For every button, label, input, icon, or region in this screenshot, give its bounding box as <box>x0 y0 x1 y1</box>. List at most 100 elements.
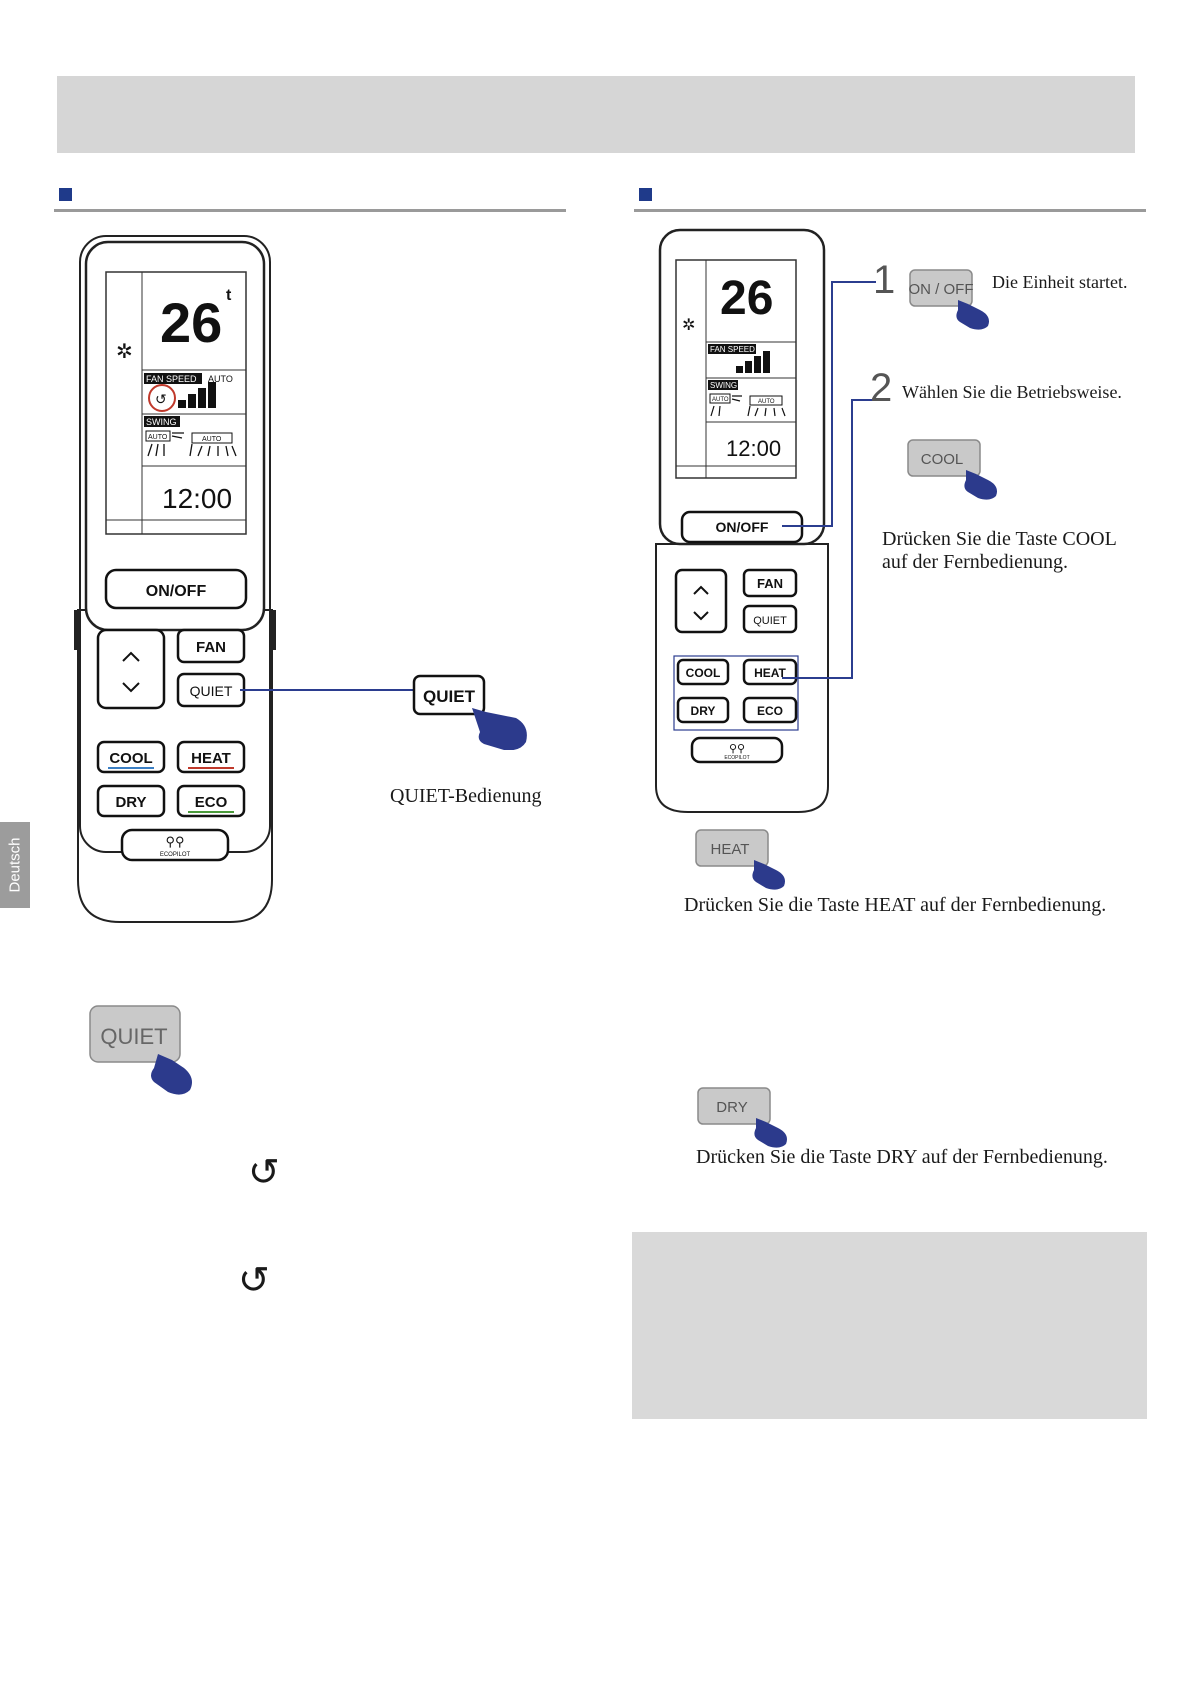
language-tab: Deutsch <box>0 822 30 908</box>
svg-text:ON/OFF: ON/OFF <box>716 519 769 535</box>
up-arrow-icon <box>122 651 140 662</box>
svg-text:AUTO: AUTO <box>712 397 729 403</box>
right-callout-lines <box>782 281 876 679</box>
svg-text:HEAT: HEAT <box>754 666 786 680</box>
swing-horizontal-icon: AUTO <box>747 395 786 417</box>
mode-callout-line <box>782 399 876 679</box>
lcd-temperature: 26 <box>160 291 222 354</box>
pointing-hand-icon <box>964 470 997 500</box>
right-remote-illustration: 26 ✲ FAN SPEED SWING AUTO AUTO 12:00 ON/… <box>655 228 829 813</box>
remote-cool-button[interactable] <box>676 658 730 686</box>
svg-text:AUTO: AUTO <box>148 434 168 441</box>
dry-instruction: Drücken Sie die Taste DRY auf der Fernbe… <box>696 1146 1108 1168</box>
big-quiet-button[interactable] <box>89 1005 181 1063</box>
swing-vertical-icon: AUTO <box>145 430 184 457</box>
svg-text:COOL: COOL <box>686 666 721 680</box>
fan-speed-bars-icon <box>178 382 216 408</box>
dry-button-illustration: DRY <box>697 1087 787 1148</box>
lcd-temp-unit: t <box>226 287 232 304</box>
remote-ecopilot-button[interactable] <box>120 828 230 862</box>
quiet-operation-caption: QUIET-Bedienung <box>390 785 542 807</box>
remote-fan-button[interactable] <box>742 568 798 598</box>
lcd-temperature: 26 <box>720 272 773 325</box>
remote-onoff-button[interactable] <box>104 568 248 610</box>
down-arrow-icon <box>122 682 140 693</box>
heat-mode-button[interactable] <box>695 829 769 867</box>
step2-number: 2 <box>870 366 893 410</box>
svg-text:AUTO: AUTO <box>758 399 775 405</box>
svg-text:ECO: ECO <box>195 794 228 811</box>
lcd-fan-auto-label: AUTO <box>208 374 233 384</box>
remote-dry-button[interactable] <box>96 784 166 818</box>
cool-instruction-line1: Drücken Sie die Taste COOL <box>882 528 1117 550</box>
note-box <box>632 1232 1147 1419</box>
quiet-indicator-highlight <box>148 384 176 412</box>
remote-updown-button[interactable] <box>96 628 166 710</box>
svg-text:HEAT: HEAT <box>191 750 231 767</box>
header-band <box>57 76 1135 153</box>
lcd-swing-label: SWING <box>710 381 737 390</box>
svg-text:AUTO: AUTO <box>202 436 222 443</box>
remote-updown-button[interactable] <box>674 568 728 634</box>
left-section-marker <box>59 188 72 201</box>
svg-text:ECOPILOT: ECOPILOT <box>160 852 191 858</box>
heat-button-illustration: HEAT <box>695 829 785 890</box>
remote-dry-button[interactable] <box>676 696 730 724</box>
swing-horizontal-icon: AUTO <box>189 432 237 457</box>
snowflake-icon: ✲ <box>682 317 695 334</box>
svg-text:DRY: DRY <box>115 794 146 811</box>
mode-buttons-highlight <box>673 655 799 731</box>
remote-ecopilot-button[interactable] <box>690 736 784 764</box>
step1-text: Die Einheit startet. <box>992 272 1128 292</box>
step1-number: 1 <box>873 258 896 302</box>
pointing-hand-icon <box>472 708 527 750</box>
remote-cool-button[interactable] <box>96 740 166 774</box>
left-remote-illustration: 26 t ✲ FAN SPEED AUTO ↺ SWING AUTO AUTO … <box>74 235 276 923</box>
down-arrow-icon <box>693 611 709 621</box>
pointing-hand-icon <box>754 1118 787 1148</box>
svg-text:FAN: FAN <box>757 576 783 591</box>
svg-text:QUIET: QUIET <box>100 1024 167 1049</box>
step1-onoff-button[interactable] <box>909 269 973 307</box>
lcd-time: 12:00 <box>726 436 781 461</box>
swing-vertical-icon: AUTO <box>709 393 742 417</box>
lcd-time: 12:00 <box>162 483 232 514</box>
cool-button-illustration: COOL <box>907 439 997 500</box>
svg-text:ON/OFF: ON/OFF <box>146 583 207 600</box>
dry-mode-button[interactable] <box>697 1087 771 1125</box>
svg-text:QUIET: QUIET <box>423 687 476 706</box>
step2-text: Wählen Sie die Betriebsweise. <box>902 382 1122 402</box>
svg-text:ON / OFF: ON / OFF <box>909 281 974 298</box>
remote-lcd <box>105 271 247 535</box>
svg-text:DRY: DRY <box>691 704 716 718</box>
lcd-fan-speed-label: FAN SPEED <box>710 345 755 354</box>
right-section-rule <box>634 209 1146 212</box>
svg-text:QUIET: QUIET <box>753 615 787 627</box>
svg-text:HEAT: HEAT <box>711 841 750 858</box>
fan-speed-bars-icon <box>736 351 770 373</box>
remote-eco-button[interactable] <box>176 784 246 818</box>
svg-text:ECOPILOT: ECOPILOT <box>724 755 749 761</box>
ecopilot-icon: ⚲⚲ <box>165 834 184 849</box>
lcd-fan-speed-label: FAN SPEED <box>146 374 197 384</box>
remote-eco-button[interactable] <box>742 696 798 724</box>
svg-text:DRY: DRY <box>716 1099 747 1116</box>
quiet-icon: ↺ <box>155 391 167 407</box>
remote-heat-button[interactable] <box>176 740 246 774</box>
cool-mode-button[interactable] <box>907 439 981 477</box>
pointing-hand-icon <box>956 300 989 330</box>
heat-instruction: Drücken Sie die Taste HEAT auf der Fernb… <box>684 894 1107 916</box>
step1-button-illustration: ON / OFF <box>909 269 989 330</box>
quiet-callout-button[interactable] <box>412 674 486 716</box>
right-section-marker <box>639 188 652 201</box>
big-quiet-button-illustration: QUIET <box>89 1005 192 1095</box>
quiet-symbol-icon: ↺ <box>238 1260 270 1302</box>
left-section-rule <box>54 209 566 212</box>
left-quiet-callout: QUIET <box>412 674 527 750</box>
quiet-symbol-icon: ↺ <box>248 1152 280 1194</box>
remote-quiet-button[interactable] <box>742 604 798 634</box>
pointing-hand-icon <box>151 1054 192 1095</box>
remote-fan-button[interactable] <box>176 628 246 664</box>
up-arrow-icon <box>693 585 709 595</box>
left-callout-line <box>240 689 418 691</box>
